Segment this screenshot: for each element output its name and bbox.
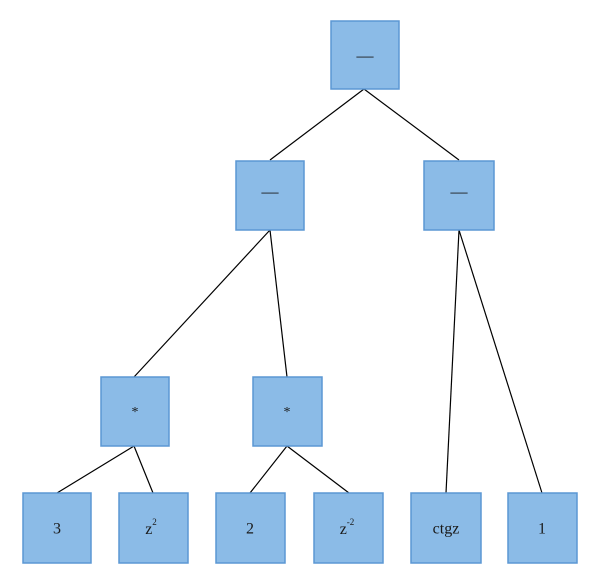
node-mult-right-label: *: [284, 405, 291, 420]
node-left-minus: —: [235, 160, 305, 231]
leaf-z-squared-exponent: 2: [152, 517, 157, 527]
edge-left-mult-right: [269, 229, 288, 378]
node-root-label: —: [356, 46, 375, 65]
node-mult-right: *: [252, 376, 323, 447]
leaf-z-neg-squared-label: z-2: [340, 517, 355, 538]
leaf-1: 1: [507, 492, 578, 564]
edge-mult-left-3: [56, 445, 135, 494]
leaf-3: 3: [22, 492, 92, 564]
edge-root-right: [363, 88, 460, 161]
leaf-2: 2: [215, 492, 286, 564]
leaf-ctgz: ctgz: [410, 492, 482, 564]
node-mult-left-label: *: [132, 405, 139, 420]
edge-left-mult-left: [133, 229, 271, 378]
edge-mult-left-z2: [133, 445, 154, 494]
leaf-z-neg-squared-exponent: -2: [347, 517, 355, 527]
node-root-minus: —: [330, 20, 400, 90]
edge-mult-right-zneg2: [286, 445, 350, 494]
leaf-z-squared-base: z: [145, 521, 152, 538]
leaf-z-neg-squared-base: z: [340, 521, 347, 538]
leaf-z-squared: z2: [118, 492, 189, 564]
edge-right-ctgz: [445, 229, 460, 494]
leaf-z-squared-label: z2: [145, 517, 157, 538]
leaf-1-label: 1: [538, 521, 546, 538]
leaf-z-neg-squared: z-2: [313, 492, 384, 564]
leaf-2-label: 2: [246, 521, 254, 538]
leaf-ctgz-label: ctgz: [433, 521, 460, 538]
leaf-3-label: 3: [53, 521, 61, 538]
node-right-minus-label: —: [450, 182, 469, 201]
node-right-minus: —: [423, 160, 495, 231]
edge-mult-right-2: [249, 445, 288, 494]
node-left-minus-label: —: [261, 182, 280, 201]
node-mult-left: *: [100, 376, 170, 447]
edge-right-1: [458, 229, 543, 494]
tree-edges: [56, 88, 543, 494]
edge-root-left: [269, 88, 365, 161]
